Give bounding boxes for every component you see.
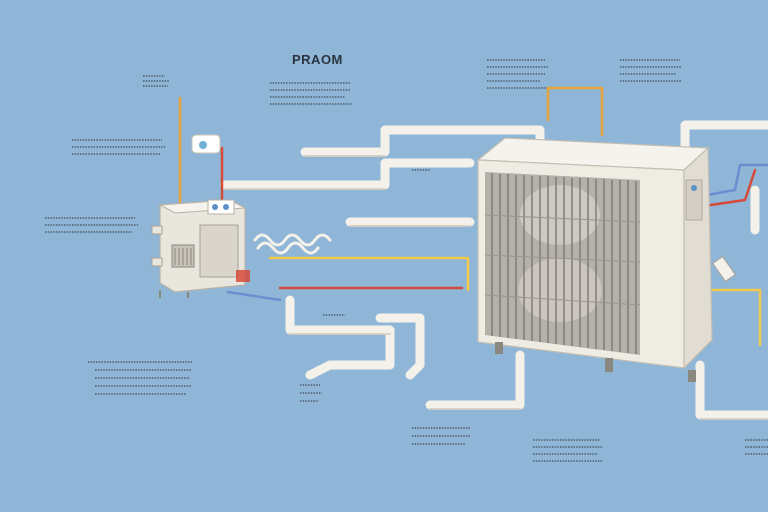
pipe-right-top: [680, 120, 768, 155]
condenser-icon: [476, 137, 736, 382]
text-block-small-mid: [300, 169, 430, 402]
wire-icon: [178, 86, 768, 347]
text-block-bottom-right-a: [533, 439, 603, 462]
text-block-left-mid: [72, 139, 165, 155]
text-block-top-right-b: [620, 59, 682, 82]
pipe-lower-s: [285, 295, 395, 380]
text-block-bottom-left: [88, 361, 192, 395]
wire-yellow-right: [698, 288, 762, 347]
wire-orange-top: [546, 86, 604, 137]
text-block-left-lower: [45, 217, 138, 233]
text-block-bottom-center: [412, 427, 470, 445]
diagram-title: PRAOM: [292, 52, 343, 67]
compressor-icon: [151, 134, 250, 298]
pipe-lower-branch: [375, 313, 425, 380]
wire-yellow-mid: [268, 256, 470, 292]
airflow-icon: [253, 233, 332, 255]
text-block-bottom-right-b: [745, 439, 768, 455]
pipe-shading: [224, 155, 768, 420]
pipe-mid-run: [220, 158, 475, 190]
pipe-upper-run: [300, 125, 545, 157]
pipe-icon: [220, 120, 768, 420]
pipe-bottom-run: [425, 350, 525, 410]
text-blocks: [45, 59, 768, 462]
pipe-right-down: [695, 360, 768, 420]
wire-blue-left: [226, 290, 282, 302]
text-block-top-left: [143, 75, 170, 87]
text-block-top-center: [270, 82, 352, 105]
text-block-top-right-a: [487, 59, 548, 89]
wire-blue-right: [688, 163, 768, 200]
